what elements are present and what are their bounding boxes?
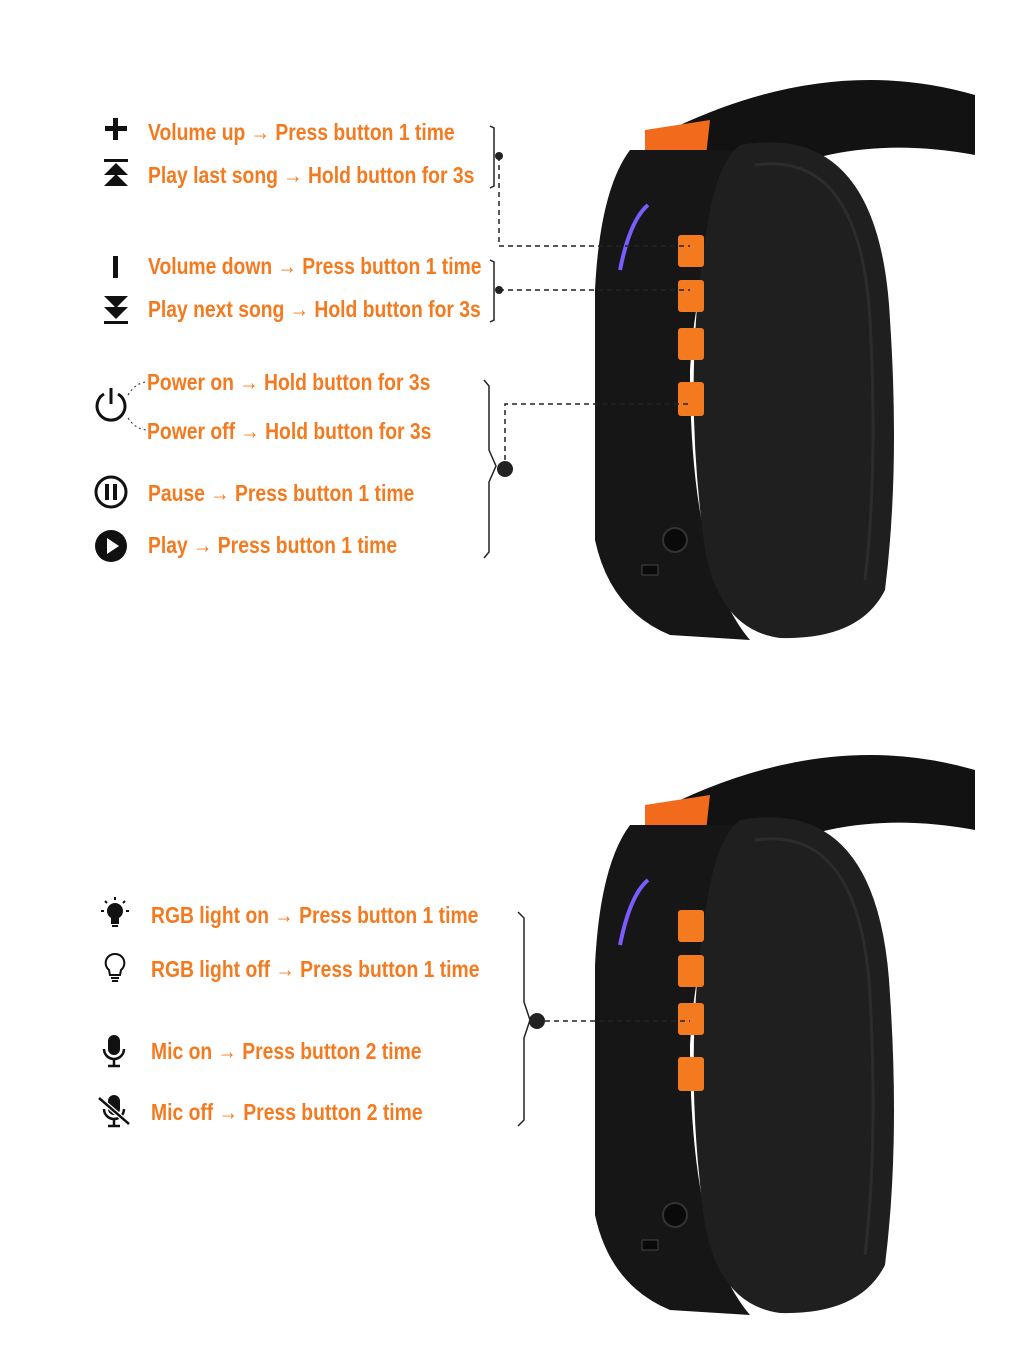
instruction-mic-on: Mic on → Press button 2 time [151, 1038, 422, 1064]
minus-icon [113, 256, 118, 278]
plus-icon [105, 118, 127, 140]
instruction-mic-off: Mic off → Press button 2 time [151, 1099, 423, 1125]
connector-lines-top [127, 125, 690, 559]
mic-off-icon [97, 1095, 131, 1128]
previous-track-icon [104, 159, 128, 186]
headset-side-view-bottom [595, 755, 975, 1315]
connector-lines-bottom [517, 911, 690, 1127]
instruction-power-on: Power on → Hold button for 3s [147, 369, 431, 395]
next-track-icon [104, 296, 128, 324]
pause-icon [94, 475, 128, 509]
instruction-rgb-light-on: RGB light on → Press button 1 time [151, 902, 479, 928]
light-on-icon [101, 897, 129, 927]
instruction-play: Play → Press button 1 time [148, 532, 398, 558]
instruction-play-last-song: Play last song → Hold button for 3s [148, 162, 475, 188]
instruction-volume-down: Volume down → Press button 1 time [148, 253, 482, 279]
instruction-power-off: Power off → Hold button for 3s [147, 418, 432, 444]
instruction-rgb-light-off: RGB light off → Press button 1 time [151, 956, 480, 982]
instruction-volume-up: Volume up → Press button 1 time [148, 119, 455, 145]
instruction-pause: Pause → Press button 1 time [148, 480, 415, 506]
play-icon [95, 530, 127, 562]
instruction-play-next-song: Play next song → Hold button for 3s [148, 296, 481, 322]
light-off-icon [104, 952, 126, 982]
control-buttons-bottom [678, 910, 704, 1091]
power-icon [95, 388, 127, 422]
control-buttons-top [678, 235, 704, 416]
mic-icon [102, 1035, 126, 1068]
headset-side-view-top [595, 80, 975, 640]
